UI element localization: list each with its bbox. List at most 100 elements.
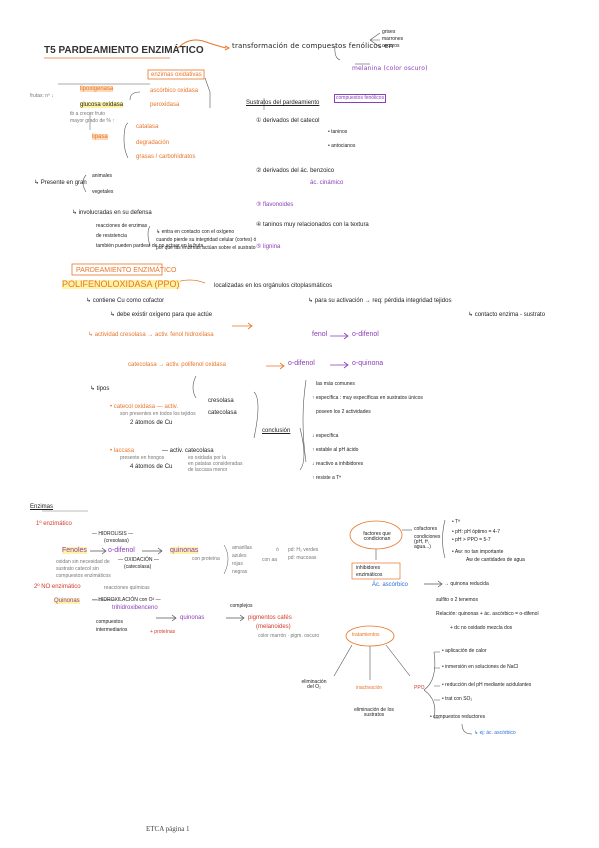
color-4: negras — [232, 569, 248, 575]
color-2: azules — [232, 553, 247, 559]
tratamientos-label: tratamientos — [352, 632, 380, 638]
eliminacion-sustratos: eliminación de los sustratos — [354, 707, 394, 718]
catecol-note-1: son presentes en todos los tejidos — [120, 411, 196, 417]
cofactores-label: cofactores — [414, 526, 438, 532]
lipoxigenasa-label: lipoxigenasa — [80, 86, 114, 92]
eliminacion-o2: eliminación del O₂ — [301, 679, 327, 690]
pigmentos-lower: pigmentos cafés — [248, 615, 292, 621]
note-r-2: + dc no oxidado mezcla dos — [450, 625, 513, 631]
prop-6: ↓ reactivo a inhibidores — [312, 461, 364, 467]
prop-3: poseen los 2 actividades — [316, 409, 371, 415]
prop-1: las más comunes — [316, 381, 355, 387]
condiciones-label: condiciones (pH, tª, agua...) — [414, 534, 441, 550]
ppo-right: PPO — [414, 685, 425, 691]
prop-2: ↑ específica : muy específicas en sustra… — [312, 395, 423, 401]
ppo-contacto: ↳ contacto enzima - sustrato — [468, 312, 546, 318]
treat-2: • inmersión en soluciones de NaCl — [442, 664, 519, 670]
sustrato-3: ③ flavonoides — [256, 202, 294, 208]
enzimaticos-label: enzimáticos — [356, 572, 383, 578]
acido-ascorbico: Ác. ascórbico — [372, 582, 409, 588]
defensa-2: de resistencia — [96, 233, 127, 239]
prop-4: ↓ específica — [312, 433, 339, 439]
no-enzimatico-label: 2º NO enzimático — [34, 584, 81, 590]
ppo-ubicacion: localizadas en los orgánulos citoplasmát… — [214, 283, 333, 289]
laccasa-extra-3: de laccasa menor — [188, 467, 228, 473]
inhib-2: • pH: pH óptimo = 4-7 — [452, 529, 501, 535]
lower-header: Enzimas — [30, 504, 54, 510]
ppo-o-difenol-2: o-difenol — [288, 360, 315, 367]
quinonas-3: quinonas — [180, 615, 205, 621]
catalasa-label: catalasa — [136, 124, 159, 130]
animales-text: animales — [92, 173, 113, 179]
quinona-right-2: pd: H₂ verdes — [288, 547, 319, 553]
quinona-right-3: pd: mucosas — [288, 555, 317, 561]
laccasa-extra-1: es oxidada por la — [188, 455, 227, 461]
complejos-lower: complejos — [230, 603, 253, 609]
inhibidores-label: inhibidores — [356, 565, 381, 571]
grasas-label: grasas / carbohidratos — [136, 154, 196, 160]
sustrato-1a: • taninos — [328, 129, 348, 135]
branch-marrones: marrones — [382, 36, 404, 42]
intermediarios-lower: intermediarios — [96, 627, 128, 633]
catecol-sub-1: cresolasa — [208, 398, 234, 404]
sustrato-1b: • antocianos — [328, 143, 356, 149]
ppo-name: POLIFENOLOXIDASA (PPO) — [62, 279, 180, 289]
fenol-note-1: oxidan sin necesidad de — [56, 559, 110, 565]
quinonas-2: Quinonas — [54, 598, 80, 604]
catecol-sub-2: catecolasa — [208, 410, 237, 416]
inhib-1: • Tª — [452, 519, 460, 525]
branch-grises: grises — [382, 29, 396, 35]
ppo-activation: ↳ para su activación → req: pérdida inte… — [308, 298, 452, 304]
quinona-reducida: → quinona reducida — [444, 581, 489, 587]
peroxidasa-label: peroxidasa — [150, 102, 180, 108]
treat-5: • compuestos reductores — [430, 714, 486, 720]
trigger-3: por que las enzimas actúan sobre el sust… — [156, 245, 256, 251]
cresolasa-label: (cresolasa) — [104, 538, 129, 544]
sustrato-1: ① derivados del catecol — [256, 118, 320, 124]
lipasa-label: lipasa — [92, 134, 108, 140]
involucradas-text: ↳ involucradas en su defensa — [72, 210, 152, 216]
proteinas-lower: + proteínas — [150, 629, 176, 635]
ppo-oxigeno: ↳ debe existir oxígeno para que actúe — [110, 312, 213, 318]
quinonas-lower: quinonas — [170, 547, 199, 554]
catecol-note-2: 2 átomos de Cu — [130, 420, 173, 426]
compuestos-fenolicos: compuestos fenólicos — [334, 94, 387, 103]
glucosa-oxidasa-label: glucosa oxidasa — [80, 102, 124, 108]
sustrato-5: ⑤ lignina — [256, 244, 281, 250]
sulfito-text: sulfito o 2 tenemos — [436, 597, 478, 603]
pardeo-note: color marrón · pigm. oscuro — [258, 633, 320, 639]
mid-note-1: con proteína — [192, 556, 220, 562]
tipos-conclusion: conclusión — [262, 428, 291, 434]
laccasa-extra-2: en patatas consideradas — [188, 461, 243, 467]
vegetales-text: vegetales — [92, 189, 114, 195]
oxidacion-label: — OXIDACIÓN — — [118, 557, 159, 563]
sustratos-header: Sustratos del pardeamiento — [246, 100, 320, 106]
enzimas-oxidativas: enzimas oxidativas — [151, 72, 202, 78]
degradacion-label: degradación — [136, 140, 170, 146]
ppo-actividad: ↳ actividad cresolasa → activ. fenol hid… — [88, 332, 214, 338]
laccasa-note-1: presente en hongos — [120, 455, 165, 461]
treat-1: • aplicación de calor — [442, 648, 487, 654]
hidrolisis-label: — HIDROLISIS — — [92, 531, 134, 537]
ppo-contiene: ↳ contiene Cu como cofactor — [86, 298, 165, 304]
trigger-1: ↳ entra en contacto con el oxígeno — [156, 229, 235, 235]
fenol-note-2: sustrato catecol sin — [56, 566, 99, 572]
note-r-1: Relación: quinonas + ác. ascórbico = o-d… — [436, 611, 539, 617]
treat-4: • trat con SO₂ — [442, 696, 473, 702]
hidroxilacion-label: — HIDROXILACIÓN con O² — — [92, 597, 161, 603]
branch-oscuros: oscuros — [382, 43, 400, 49]
defensa-3: también pueden pardear de no actuar en l… — [96, 243, 204, 249]
page-title: T5 PARDEAMIENTO ENZIMÁTICO — [44, 45, 204, 56]
page-footer: ETCA página 1 — [146, 825, 190, 833]
transform-text: transformación de compuestos fenólicos e… — [232, 42, 394, 50]
defensa-1: reacciones de enzimas — [96, 223, 148, 229]
sustrato-2: ② derivados del ác. benzoico — [256, 168, 335, 174]
laccasa-note-2: 4 átomos de Cu — [130, 464, 173, 470]
inhib-4: • Aw: no tan importante — [452, 549, 504, 555]
catecolasa-lower: (catecolasa) — [124, 564, 152, 570]
presente-text: ↳ Presente en gran — [34, 180, 87, 186]
no-enz-note: reacciones químicas — [104, 585, 150, 591]
compuestos-lower: compuestos — [96, 619, 123, 625]
